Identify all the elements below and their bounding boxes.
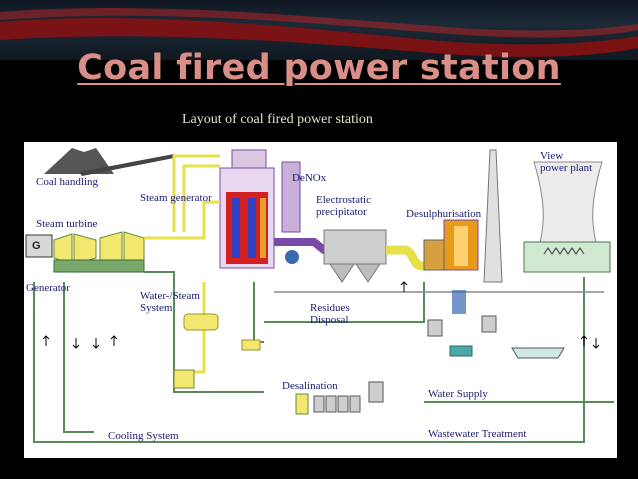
- label-water-supply: Water Supply: [428, 388, 488, 400]
- pipe-e: [253, 282, 264, 343]
- supply-tank: [368, 381, 384, 403]
- condenser: [53, 259, 145, 273]
- cooling-fill: [543, 247, 585, 255]
- steam-pipe-c: [144, 200, 220, 240]
- label-system: System: [140, 302, 173, 314]
- label-desalination: Desalination: [282, 380, 338, 392]
- esp-housing: [323, 229, 387, 265]
- desal-tank: [295, 393, 309, 415]
- label-denox: DeNOx: [292, 172, 327, 184]
- label-residues: Residues: [310, 302, 350, 314]
- pipe-d: [264, 282, 425, 323]
- wastewater-tank-a: [427, 319, 443, 337]
- label-electrostatic: Electrostatic: [316, 194, 371, 206]
- fgd-inner: [454, 226, 468, 266]
- label-power-plant: power plant: [540, 162, 593, 174]
- label-generator: Generator: [26, 282, 70, 294]
- label-precipitator: precipitator: [316, 206, 367, 218]
- plant-layout-diagram: Coal handling Steam generator DeNOx Elec…: [24, 142, 617, 458]
- boiler-tubes-c: [260, 198, 266, 258]
- label-desulphurisation: Desulphurisation: [406, 208, 482, 220]
- boiler-tubes-b: [248, 198, 256, 258]
- boiler-tubes-a: [232, 198, 240, 258]
- slide-subtitle: Layout of coal fired power station: [182, 112, 373, 127]
- desal-filters: [313, 395, 361, 413]
- coal-conveyor: [79, 154, 174, 176]
- cooling-basin: [523, 241, 611, 273]
- esp-hoppers: [329, 263, 381, 283]
- pipe-c: [144, 271, 264, 393]
- feed-tank: [183, 313, 219, 331]
- label-g: G: [32, 240, 41, 252]
- label-wastewater-treatment: Wastewater Treatment: [428, 428, 527, 440]
- diagram-drawing: [25, 148, 614, 443]
- fan-icon: [285, 250, 299, 264]
- slide-title: Coal fired power station: [77, 48, 561, 88]
- coal-pile: [44, 148, 114, 174]
- label-steam-generator: Steam generator: [140, 192, 212, 204]
- label-coal-handling: Coal handling: [36, 176, 99, 188]
- label-steam-turbine: Steam turbine: [36, 218, 98, 230]
- decorative-swoosh: [0, 8, 638, 57]
- pump-unit: [173, 369, 195, 389]
- wastewater-tank-b: [481, 315, 497, 333]
- fgd-box: [423, 239, 445, 271]
- flow-arrows: [42, 281, 600, 349]
- settling-tank: [511, 347, 565, 359]
- label-disposal: Disposal: [310, 314, 349, 326]
- denox-column: [281, 161, 301, 233]
- chimney: [483, 149, 503, 283]
- label-water-steam: Water-/Steam: [140, 290, 200, 302]
- boiler-top: [231, 149, 267, 169]
- label-view: View: [540, 150, 564, 162]
- steam-pipe-b: [182, 164, 220, 232]
- basin: [449, 345, 473, 357]
- label-cooling-system: Cooling System: [108, 430, 179, 442]
- pipe-b: [63, 282, 94, 433]
- steam-pipe-a: [172, 154, 220, 232]
- heater: [241, 339, 261, 351]
- flue-duct-yellow: [386, 245, 444, 271]
- generator-box: [25, 234, 53, 258]
- gypsum-silo: [452, 290, 466, 314]
- cooling-loop-pipe: [33, 277, 585, 443]
